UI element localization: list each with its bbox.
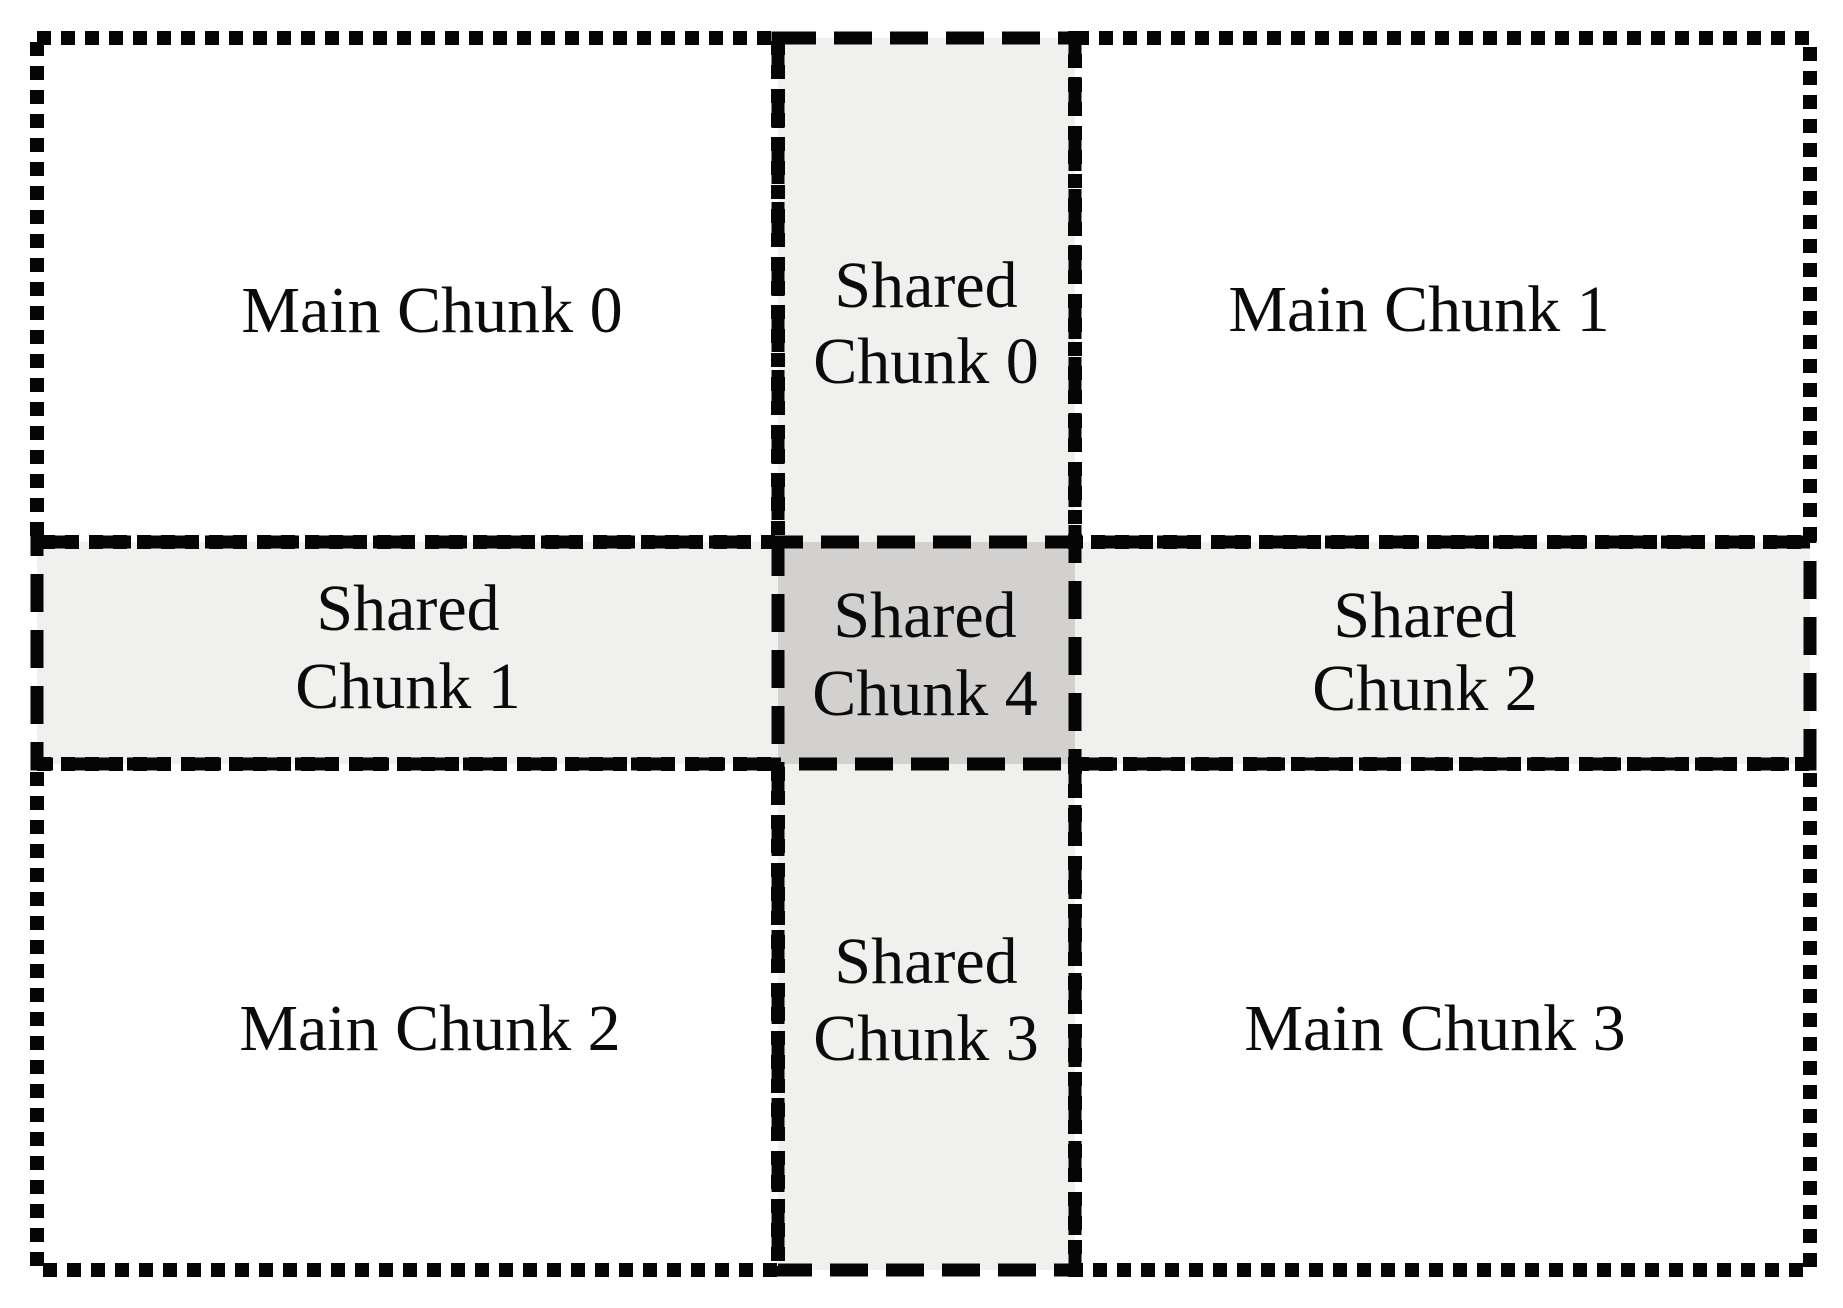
shared-column-border [771, 31, 1082, 1277]
shared-chunk-0-label-line-1: Shared [834, 249, 1017, 322]
shared-chunk-4-label-line-1: Shared [833, 579, 1016, 652]
shared-chunk-3-label-line-2: Chunk 3 [813, 1002, 1039, 1075]
shared-chunk-2-label-line-2: Chunk 2 [1312, 652, 1538, 725]
shared-chunk-1-label-line-2: Chunk 1 [295, 650, 521, 723]
shared-chunk-4-fill [778, 542, 1075, 764]
shared-row-border [30, 535, 1817, 771]
main-chunk-2-label: Main Chunk 2 [239, 992, 620, 1065]
main-chunk-1-region [1068, 31, 1817, 549]
main-chunk-3-label: Main Chunk 3 [1244, 992, 1625, 1065]
main-chunk-1-label: Main Chunk 1 [1228, 273, 1609, 346]
shared-chunk-2-label-line-1: Shared [1333, 579, 1516, 652]
shared-chunk-1-label-line-1: Shared [316, 572, 499, 645]
shared-chunk-4-label-line-2: Chunk 4 [812, 657, 1038, 730]
shared-chunk-3-label-line-1: Shared [834, 925, 1017, 998]
main-chunk-0-label: Main Chunk 0 [241, 274, 622, 347]
shared-chunk-0-label-line-2: Chunk 0 [813, 325, 1039, 398]
